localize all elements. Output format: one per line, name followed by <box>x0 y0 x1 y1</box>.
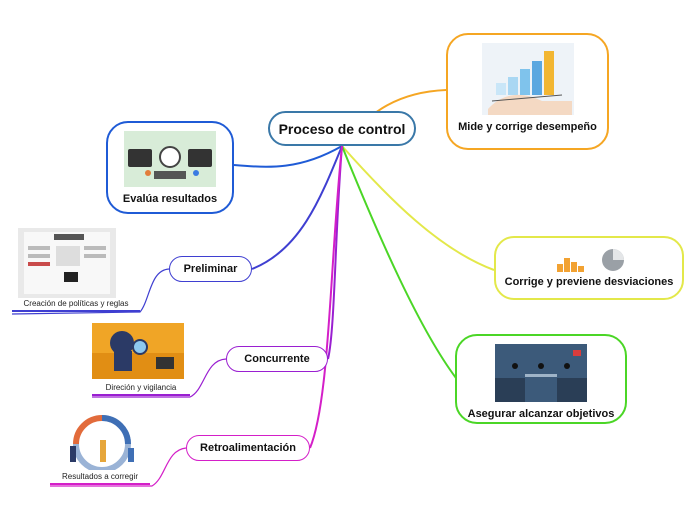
goal-bridge-image <box>495 344 587 402</box>
corrige-label: Corrige y previene desviaciones <box>504 276 674 288</box>
surveillance-image <box>92 323 184 379</box>
pill-concurrente[interactable]: Concurrente <box>226 346 328 372</box>
root-node[interactable]: Proceso de control <box>268 111 416 146</box>
link-preliminar <box>251 145 343 270</box>
link-asegurar <box>341 145 457 379</box>
feedback-team-image <box>56 410 148 470</box>
preliminar-label: Preliminar <box>183 263 238 275</box>
card-mide[interactable]: Mide y corrige desempeño <box>446 33 609 150</box>
asegurar-label: Asegurar alcanzar objetivos <box>467 408 615 420</box>
pill-preliminar[interactable]: Preliminar <box>169 256 252 282</box>
root-label: Proceso de control <box>278 120 406 137</box>
concurrente-label: Concurrente <box>244 353 310 365</box>
pill-retro[interactable]: Retroalimentación <box>186 435 310 461</box>
preliminar-leaf: Creación de políticas y reglas <box>12 299 140 312</box>
deviation-icons-image <box>557 249 624 272</box>
retro-label: Retroalimentación <box>200 442 296 454</box>
link-preliminar-leaf <box>11 268 170 315</box>
evalua-label: Evalúa resultados <box>122 193 218 205</box>
mide-label: Mide y corrige desempeño <box>458 121 597 133</box>
concurrente-leaf: Direción y vigilancia <box>92 383 190 396</box>
card-asegurar[interactable]: Asegurar alcanzar objetivos <box>455 334 627 424</box>
retro-leaf: Resultados a corregir <box>50 472 150 485</box>
link-evalua <box>233 145 343 168</box>
link-concurrente-leaf <box>92 358 227 398</box>
card-evalua[interactable]: Evalúa resultados <box>106 121 234 214</box>
policies-document-image <box>18 228 116 298</box>
card-corrige[interactable]: Corrige y previene desviaciones <box>494 236 684 300</box>
growth-chart-image <box>481 43 574 115</box>
link-retro <box>309 145 343 449</box>
evaluation-image <box>124 131 216 187</box>
link-corrige <box>341 145 495 271</box>
link-retro-leaf <box>50 447 187 487</box>
